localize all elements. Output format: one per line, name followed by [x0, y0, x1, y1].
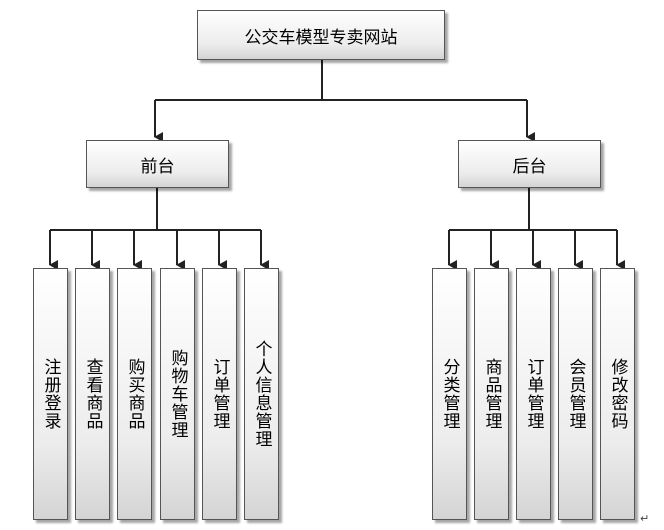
back-item-label: 商品管理	[481, 358, 502, 430]
front-item-buy-products: 购买商品	[117, 268, 152, 520]
front-node: 前台	[86, 140, 229, 188]
root-node-label: 公交车模型专卖网站	[244, 27, 398, 48]
front-item-cart-management: 购物车管理	[160, 268, 195, 520]
back-node: 后台	[458, 140, 601, 188]
front-item-label: 个人信息管理	[251, 340, 272, 448]
front-node-label: 前台	[140, 156, 175, 177]
back-item-label: 订单管理	[523, 358, 544, 430]
front-item-label: 购物车管理	[167, 349, 188, 439]
back-item-label: 分类管理	[439, 358, 460, 430]
back-item-product-management: 商品管理	[474, 268, 509, 520]
back-item-change-password: 修改密码	[600, 268, 635, 520]
back-item-category-management: 分类管理	[432, 268, 467, 520]
back-item-order-management: 订单管理	[516, 268, 551, 520]
front-item-label: 购买商品	[124, 358, 145, 430]
front-item-order-management: 订单管理	[202, 268, 237, 520]
back-item-label: 会员管理	[565, 358, 586, 430]
front-item-view-products: 查看商品	[75, 268, 110, 520]
front-item-label: 查看商品	[82, 358, 103, 430]
front-item-label: 注册登录	[40, 358, 61, 430]
return-mark: ↵	[640, 512, 650, 525]
root-node: 公交车模型专卖网站	[197, 10, 445, 60]
back-item-member-management: 会员管理	[558, 268, 593, 520]
back-node-label: 后台	[512, 156, 547, 177]
front-item-label: 订单管理	[209, 358, 230, 430]
front-item-register-login: 注册登录	[33, 268, 68, 520]
front-item-personal-info-management: 个人信息管理	[244, 268, 279, 520]
back-item-label: 修改密码	[607, 358, 628, 430]
